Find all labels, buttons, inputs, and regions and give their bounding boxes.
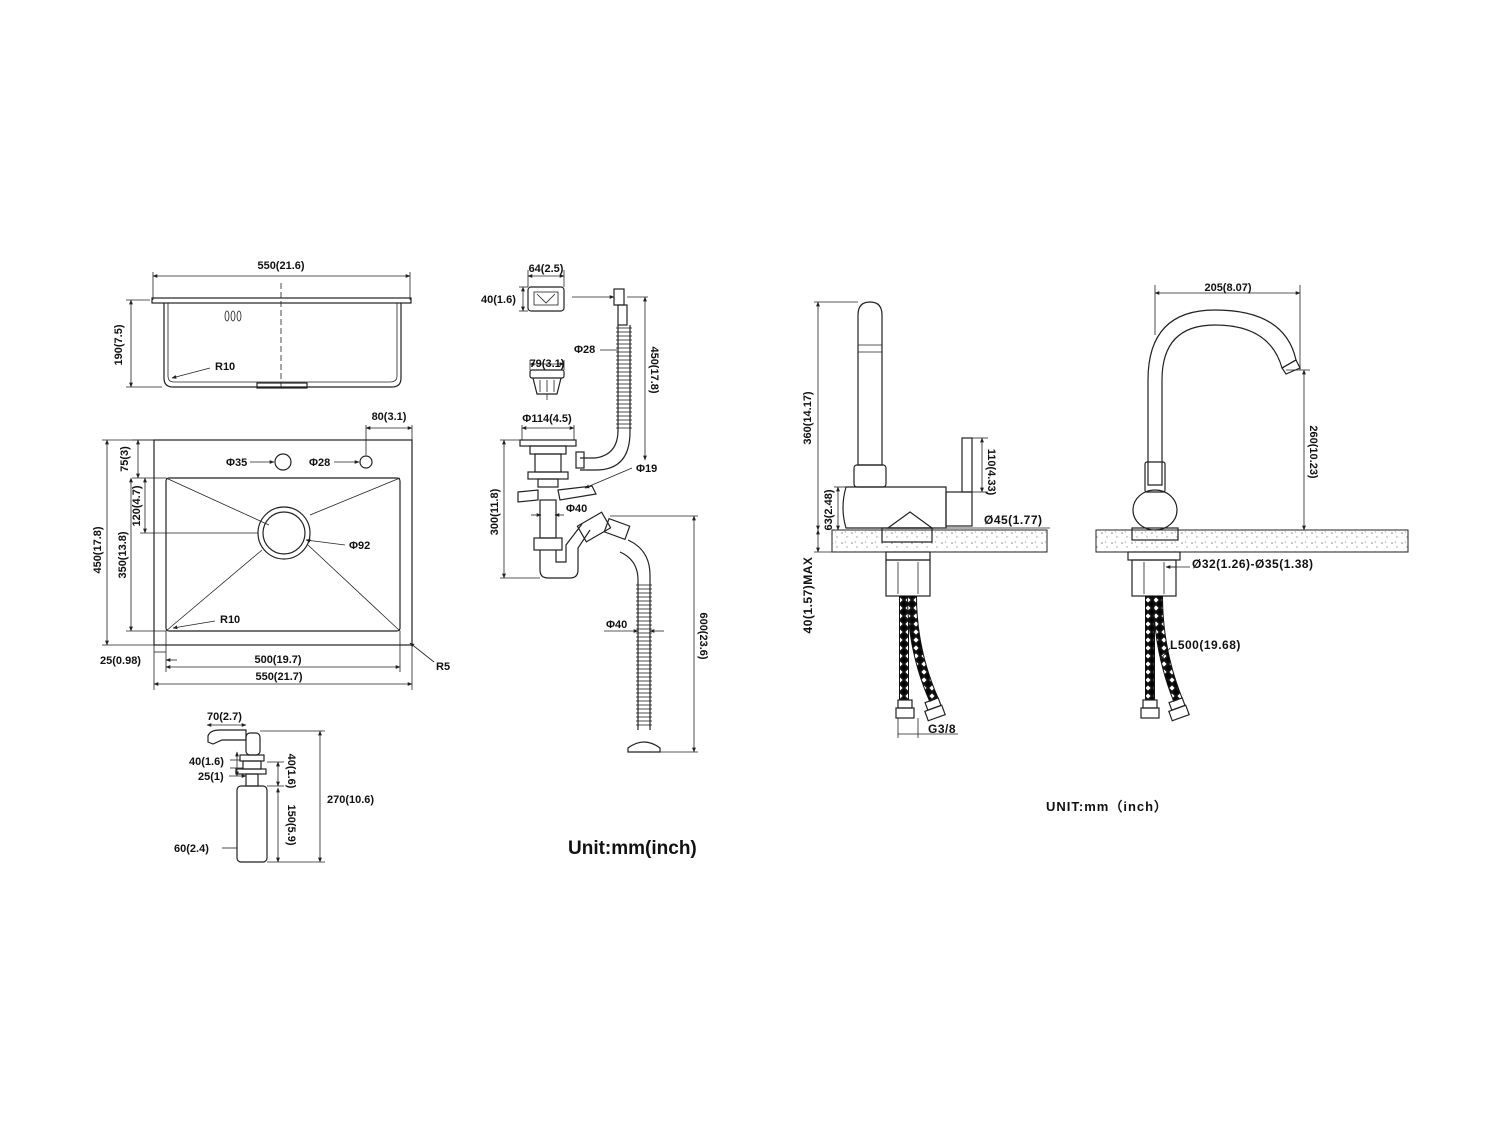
overflow-height-label: 40(1.6) [481, 294, 516, 306]
drain-unit-label: Unit:mm(inch) [568, 838, 697, 859]
soap-dispenser: 70(2.7) 40(1.6) 25(1) 60(2.4) 40(1.6) 15… [174, 711, 374, 863]
pipe-dia-label: Φ40 [566, 503, 587, 515]
thread-label: G3/8 [928, 722, 956, 736]
basket-dia-label: 79(3.1) [530, 358, 565, 370]
overflow-width-label: 64(2.5) [529, 263, 564, 275]
outer-width-label: 550(21.7) [255, 671, 302, 683]
spout-label: 70(2.7) [207, 711, 242, 723]
corner-radius-label: R5 [436, 661, 450, 673]
base-dia-label: Ø45(1.77) [984, 513, 1043, 527]
bottle-height-label: 150(5.9) [285, 805, 297, 846]
total-height-label: 270(10.6) [327, 794, 374, 806]
hole-35-label: Φ35 [226, 457, 247, 469]
sink-side-radius-label: R10 [215, 361, 235, 373]
drain-offset-label: 120(4.7) [131, 485, 143, 526]
outer-depth-label: 450(17.8) [92, 526, 104, 573]
head-label: 40(1.6) [189, 756, 224, 768]
sink-side-view: 550(21.6) 190(7.5) R10 [113, 260, 412, 389]
hole-spacing-label: 80(3.1) [372, 411, 407, 423]
faucet-unit-label: UNIT:mm（inch） [1046, 799, 1168, 814]
outlet-dia-label: Φ40 [606, 619, 627, 631]
side-port-label: Φ19 [636, 463, 657, 475]
flange-dia-label: Φ114(4.5) [522, 413, 572, 425]
spout-height-label: 260(10.23) [1307, 425, 1319, 479]
outlet-length-label: 600(23.6) [697, 612, 709, 659]
sink-width-top-label: 550(21.6) [257, 260, 304, 272]
drain-height-label: 300(11.8) [489, 488, 501, 535]
hole-range-label: Ø32(1.26)-Ø35(1.38) [1192, 557, 1314, 571]
hose-length-label: 450(17.8) [648, 346, 660, 393]
drain-dia-label: Φ92 [349, 540, 370, 552]
sink-top-view: 80(3.1) Φ35 Φ28 75(3) 120(4.7) 450(17.8)… [92, 411, 450, 690]
hole-28-label: Φ28 [309, 457, 330, 469]
overflow-slot-icon [224, 310, 242, 322]
neck-label: 25(1) [198, 771, 224, 783]
faucet-front-view: 205(8.07) 260(10.23) Ø32(1.26)-Ø35(1.38)… [1046, 282, 1409, 814]
base-height-label: 63(2.48) [823, 489, 835, 530]
drain-assembly: 64(2.5) 40(1.6) Φ28 450(17.8) 79(3.1) Φ1 [481, 263, 709, 859]
faucet-side-view: 360(14.17) 63(2.48) 110(4.33) Ø45(1.77) … [801, 301, 1050, 738]
outlet-hose-ribs [636, 584, 652, 726]
bottle-dia-label: 60(2.4) [174, 843, 209, 855]
overflow-hose-ribs [616, 327, 632, 429]
rim-label: 25(0.98) [100, 655, 141, 667]
counter-max-label: 40(1.57)MAX [801, 557, 815, 634]
hose-length-front-label: L500(19.68) [1170, 638, 1241, 652]
hose-dia-label: Φ28 [574, 344, 595, 356]
sink-depth-label: 190(7.5) [113, 324, 125, 365]
front-to-hole-label: 75(3) [119, 446, 131, 472]
inner-depth-label: 350(13.8) [117, 531, 129, 578]
inner-radius-label: R10 [220, 614, 240, 626]
inner-width-label: 500(19.7) [254, 654, 301, 666]
handle-height-label: 110(4.33) [985, 449, 997, 496]
reach-label: 205(8.07) [1204, 282, 1251, 294]
faucet-total-height-label: 360(14.17) [802, 391, 814, 445]
top-height-label: 40(1.6) [285, 754, 297, 789]
